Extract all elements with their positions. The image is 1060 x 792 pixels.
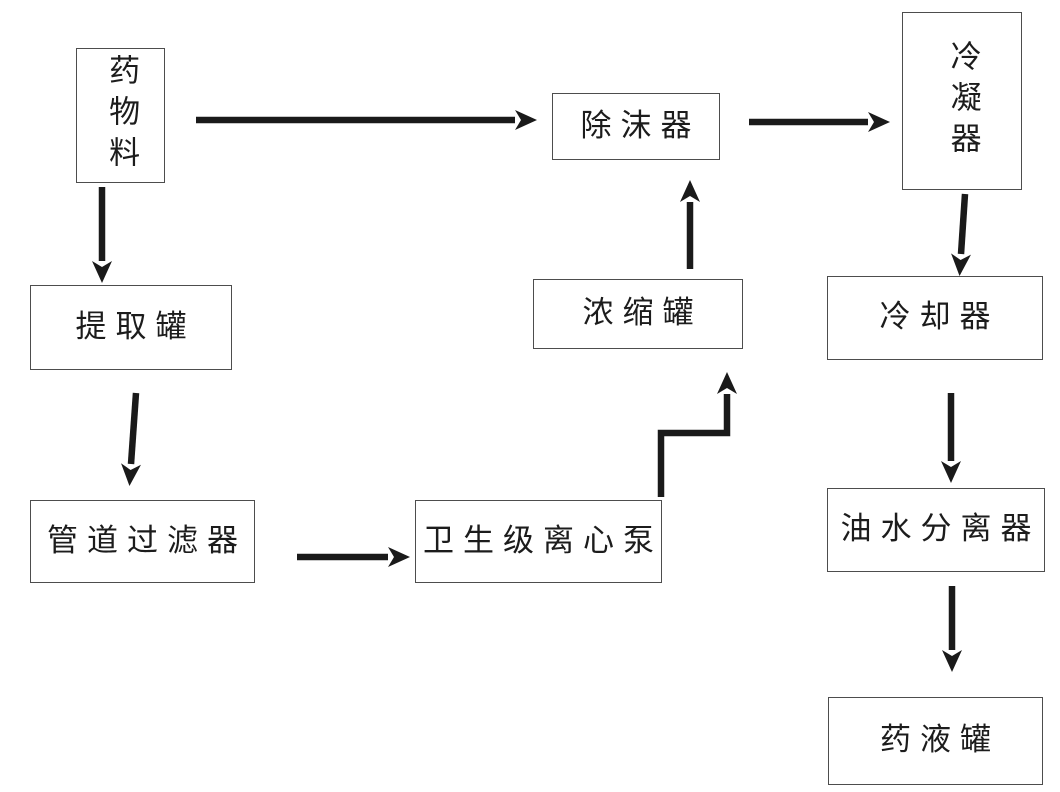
node-concentration-tank: 浓缩罐: [533, 279, 743, 349]
node-demister-label: 除沫器: [580, 107, 701, 144]
node-sanitary-centrifugal-pump: 卫生级离心泵: [415, 500, 662, 583]
node-drug-material: 药物料: [76, 48, 165, 183]
node-medicine-liquid-tank-label: 药液罐: [880, 722, 1000, 759]
node-concentration-tank-label: 浓缩罐: [582, 295, 703, 332]
node-medicine-liquid-tank: 药液罐: [828, 697, 1043, 785]
node-extraction-tank: 提取罐: [30, 285, 232, 370]
node-condenser-label: 冷凝器: [944, 39, 981, 163]
edge-extraction-tank-to-pipeline-filter: [121, 392, 141, 486]
node-extraction-tank-label: 提取罐: [75, 308, 196, 345]
node-oil-water-separator: 油水分离器: [827, 488, 1045, 572]
edge-condenser-to-cooler: [951, 193, 971, 276]
node-cooler: 冷却器: [827, 276, 1043, 360]
node-drug-material-label: 药物料: [103, 54, 140, 177]
edge-pump-to-concentration-tank: [657, 372, 737, 497]
node-oil-water-separator-label: 油水分离器: [840, 511, 1041, 548]
node-pipeline-filter-label: 管道过滤器: [47, 522, 247, 559]
node-demister: 除沫器: [552, 93, 720, 160]
node-cooler-label: 冷却器: [879, 299, 1000, 336]
node-pipeline-filter: 管道过滤器: [30, 500, 255, 583]
node-condenser: 冷凝器: [902, 12, 1022, 190]
node-sanitary-centrifugal-pump-label: 卫生级离心泵: [423, 522, 663, 559]
